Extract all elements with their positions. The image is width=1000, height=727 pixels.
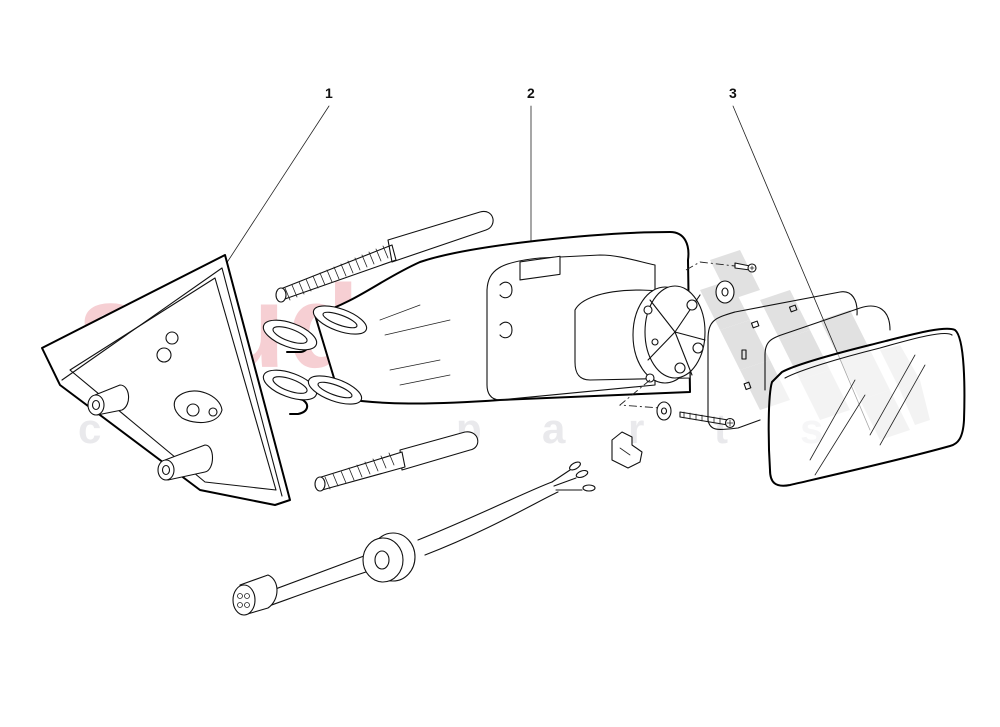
connector-clip bbox=[611, 431, 643, 469]
round-connector-icon bbox=[232, 574, 278, 616]
callout-2[interactable]: 2 bbox=[527, 85, 535, 101]
grommet-icon bbox=[362, 532, 416, 583]
callout-3[interactable]: 3 bbox=[729, 85, 737, 101]
assembly-guide-lines bbox=[618, 261, 736, 409]
screw-lower-icon bbox=[679, 411, 736, 429]
spring-bolt-upper bbox=[275, 210, 494, 303]
mirror-adjuster-motor bbox=[632, 285, 706, 384]
part-3-mirror-glass bbox=[767, 327, 966, 487]
slotted-bushing-icon bbox=[262, 305, 368, 405]
washer-upper-icon bbox=[715, 280, 735, 304]
callout-1[interactable]: 1 bbox=[325, 85, 333, 101]
screw-upper-icon bbox=[734, 262, 757, 273]
part-1-mirror-base bbox=[41, 254, 311, 506]
mounting-stud-icon bbox=[157, 444, 214, 481]
mirror-backing-plate bbox=[707, 291, 891, 431]
mounting-stud-icon bbox=[87, 384, 130, 416]
part-2-mirror-housing bbox=[262, 231, 691, 405]
wiring-harness bbox=[232, 461, 596, 616]
spring-bolt-lower bbox=[314, 431, 479, 492]
washer-lower-icon bbox=[656, 401, 672, 421]
